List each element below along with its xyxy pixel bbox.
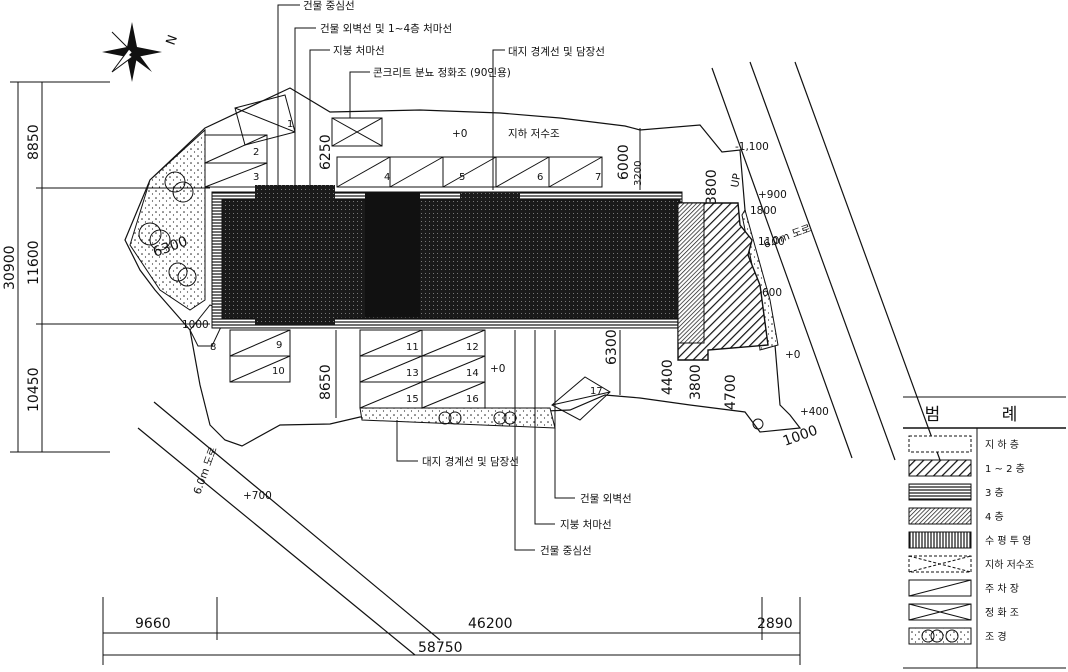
parking-number: 17 — [590, 386, 603, 397]
legend-item-label: 4 층 — [985, 511, 1004, 523]
parking-number: 5 — [459, 172, 465, 183]
dim-600-right: 600 — [762, 287, 782, 299]
parking-number: 8 — [210, 342, 216, 353]
legend-item-label: 1 ~ 2 층 — [985, 463, 1025, 475]
parking-number: 12 — [466, 342, 479, 353]
callout-building-centerline-bottom: 건물 중심선 — [540, 545, 592, 557]
dim-8650: 8650 — [318, 364, 334, 400]
elevation-zero-east: +0 — [785, 349, 800, 361]
dim-left-total: 30900 — [2, 245, 18, 290]
parking-number: 1 — [287, 119, 293, 130]
callout-outer-wall: 건물 외벽선 — [580, 493, 632, 505]
bottom-dimension-chain — [102, 597, 801, 665]
building-footprint — [211, 185, 769, 361]
landscape-south-strip — [359, 407, 556, 429]
dim-left-3: 10450 — [26, 367, 42, 412]
dim-6250: 6250 — [318, 134, 334, 170]
landscape-west — [129, 128, 206, 311]
legend-item-label: 정 화 조 — [985, 607, 1019, 619]
elevation-plus-400: +400 — [800, 406, 829, 418]
legend-item-label: 주 차 장 — [985, 583, 1019, 595]
parking-number: 6 — [537, 172, 543, 183]
callout-boundary-top: 대지 경계선 및 담장선 — [508, 45, 605, 58]
elevation-minus-1100: -1,100 — [735, 141, 769, 153]
callout-roof-eave-top: 지붕 처마선 — [333, 45, 385, 57]
dim-left-2: 11600 — [26, 240, 42, 285]
parking-number: 3 — [253, 172, 259, 183]
dim-bottom-total: 58750 — [418, 640, 463, 656]
left-dimension-chain — [10, 81, 210, 453]
parking-number: 7 — [595, 172, 601, 183]
callout-roof-eave-bottom: 지붕 처마선 — [560, 519, 612, 531]
east-road — [711, 61, 941, 461]
parking-number: 13 — [406, 368, 419, 379]
parking-number: 15 — [406, 394, 419, 405]
dim-3800-bottom: 3800 — [688, 364, 704, 400]
callout-septic-tank: 콘크리트 분뇨 정화조 (90인용) — [373, 67, 511, 79]
elevation-zero-north: +0 — [452, 128, 467, 140]
legend-item-label: 3 층 — [985, 487, 1004, 499]
legend-item-label: 수 평 투 영 — [985, 535, 1031, 547]
tree-symbols — [138, 171, 764, 430]
legend: 범 례 지 하 층 1 ~ 2 층 3 층 4 층 수 평 투 영 지하 저수조… — [903, 396, 1066, 669]
elevation-zero-south: +0 — [490, 363, 505, 375]
legend-swatches — [908, 435, 972, 645]
dim-3200: 3200 — [633, 161, 644, 186]
dim-1000-left: 1000 — [182, 319, 209, 331]
label-underground-tank: 지하 저수조 — [508, 127, 560, 140]
parking-number: 14 — [466, 368, 479, 379]
septic-tank — [331, 117, 383, 147]
road-label-west: 6.0m 도로 — [192, 445, 220, 496]
legend-title: 범 례 — [925, 405, 1046, 425]
parking-numbers: 1 2 3 4 5 6 7 8 9 10 11 12 13 14 15 16 1… — [210, 119, 603, 405]
dim-3800-top: 3800 — [704, 169, 720, 205]
parking-number: 11 — [406, 342, 419, 353]
dim-4700: 4700 — [723, 374, 739, 410]
dim-6300-right: 6300 — [604, 329, 620, 365]
parking-number: 2 — [253, 147, 259, 158]
callout-building-centerline-top: 건물 중심선 — [303, 0, 355, 12]
dim-6000: 6000 — [616, 144, 632, 180]
north-arrow-icon — [102, 22, 162, 82]
dim-left-1: 8850 — [26, 124, 42, 160]
dim-1000: 1000 — [781, 423, 820, 450]
north-label: N — [164, 33, 181, 47]
parking-number: 9 — [276, 340, 282, 351]
elevation-plus-900: +900 — [758, 189, 787, 201]
callout-boundary-bottom: 대지 경계선 및 담장선 — [422, 455, 519, 468]
west-road — [137, 401, 441, 656]
parking-number: 4 — [384, 172, 390, 183]
callout-outer-wall-eave: 건물 외벽선 및 1~4층 처마선 — [320, 23, 452, 35]
parking-number: 10 — [272, 366, 285, 377]
legend-item-label: 지하 저수조 — [985, 558, 1034, 571]
leader-lines — [277, 4, 641, 551]
legend-item-label: 조 경 — [985, 630, 1007, 643]
dim-1100: 1100 — [758, 236, 785, 248]
site-boundary — [124, 87, 802, 447]
dim-4400: 4400 — [660, 359, 676, 395]
dim-1800: 1800 — [750, 205, 777, 217]
dim-bottom-1: 9660 — [135, 616, 171, 632]
elevation-plus-700: +700 — [243, 490, 272, 502]
dim-bottom-3: 2890 — [757, 616, 793, 632]
legend-item-label: 지 하 층 — [985, 438, 1019, 451]
ramp-up-label: UP — [729, 173, 743, 189]
dim-bottom-2: 46200 — [468, 616, 513, 632]
parking-number: 16 — [466, 394, 479, 405]
